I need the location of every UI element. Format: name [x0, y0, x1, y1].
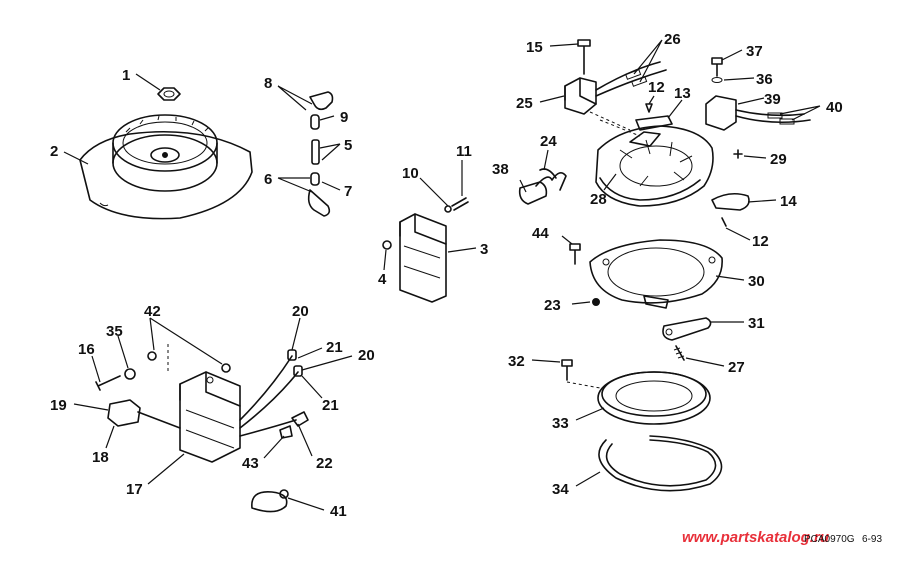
drawing-date: 6-93	[862, 534, 882, 545]
callout-2: 2	[50, 143, 58, 160]
screw-44	[569, 243, 581, 265]
callout-1: 1	[122, 67, 130, 84]
callout-16: 16	[78, 341, 95, 358]
callout-38: 38	[492, 161, 509, 178]
coil-screws	[444, 197, 469, 213]
callout-23: 23	[544, 297, 561, 314]
callout-33: 33	[552, 415, 569, 432]
callout-11: 11	[456, 143, 472, 160]
callout-30: 30	[748, 273, 765, 290]
callout-8: 8	[264, 75, 272, 92]
ignition-coil	[382, 213, 447, 303]
callout-32: 32	[508, 353, 525, 370]
callout-24: 24	[540, 133, 557, 150]
callout-12b: 12	[752, 233, 769, 250]
callout-5: 5	[344, 137, 352, 154]
callout-29: 29	[770, 151, 787, 168]
callout-4: 4	[378, 271, 387, 288]
callout-9: 9	[340, 109, 348, 126]
callout-25: 25	[516, 95, 533, 112]
callout-42: 42	[144, 303, 161, 320]
callout-20b: 20	[358, 347, 375, 364]
nut	[157, 87, 181, 101]
callout-labels: 1 2 3 4 5 6 7 8 9 10 11 12 12 13 14 15 1…	[50, 31, 843, 520]
callout-3: 3	[480, 241, 488, 258]
callout-40: 40	[826, 99, 843, 116]
retainer-plate	[589, 239, 723, 309]
cable-clip	[251, 489, 289, 513]
callout-13: 13	[674, 85, 691, 102]
power-pack	[95, 344, 241, 463]
callout-10: 10	[402, 165, 419, 182]
callout-43: 43	[242, 455, 259, 472]
callout-6: 6	[264, 171, 272, 188]
callout-28: 28	[590, 191, 607, 208]
flywheel	[79, 114, 253, 220]
callout-31: 31	[748, 315, 765, 332]
link-31	[662, 317, 712, 361]
ring-33	[561, 359, 711, 425]
callout-22: 22	[316, 455, 333, 472]
screw-15	[577, 39, 591, 75]
sensor-39	[705, 57, 811, 131]
callout-19: 19	[50, 397, 67, 414]
callout-37: 37	[746, 43, 763, 60]
callout-12a: 12	[648, 79, 665, 96]
leader-lines	[63, 39, 821, 511]
callout-18: 18	[92, 449, 109, 466]
watermark: www.partskatalog.ru	[682, 529, 829, 546]
lever-14	[711, 149, 750, 227]
spark-plug-lead	[307, 91, 334, 217]
wire-harness	[239, 349, 309, 439]
callout-14: 14	[780, 193, 797, 210]
callout-20a: 20	[292, 303, 309, 320]
callout-27: 27	[728, 359, 745, 376]
callout-34: 34	[552, 481, 569, 498]
callout-41: 41	[330, 503, 347, 520]
armature-plate	[589, 111, 714, 207]
callout-44: 44	[532, 225, 549, 242]
callout-35: 35	[106, 323, 123, 340]
callout-15: 15	[526, 39, 543, 56]
callout-21b: 21	[322, 397, 339, 414]
charge-coil	[564, 61, 667, 115]
callout-26: 26	[664, 31, 681, 48]
callout-17: 17	[126, 481, 143, 498]
ring-34	[598, 435, 723, 492]
callout-39: 39	[764, 91, 781, 108]
callout-36: 36	[756, 71, 773, 88]
callout-7: 7	[344, 183, 352, 200]
sensor-and-clip	[518, 168, 567, 205]
callout-21a: 21	[326, 339, 343, 356]
drawing-code: PCA0970G	[804, 534, 855, 545]
